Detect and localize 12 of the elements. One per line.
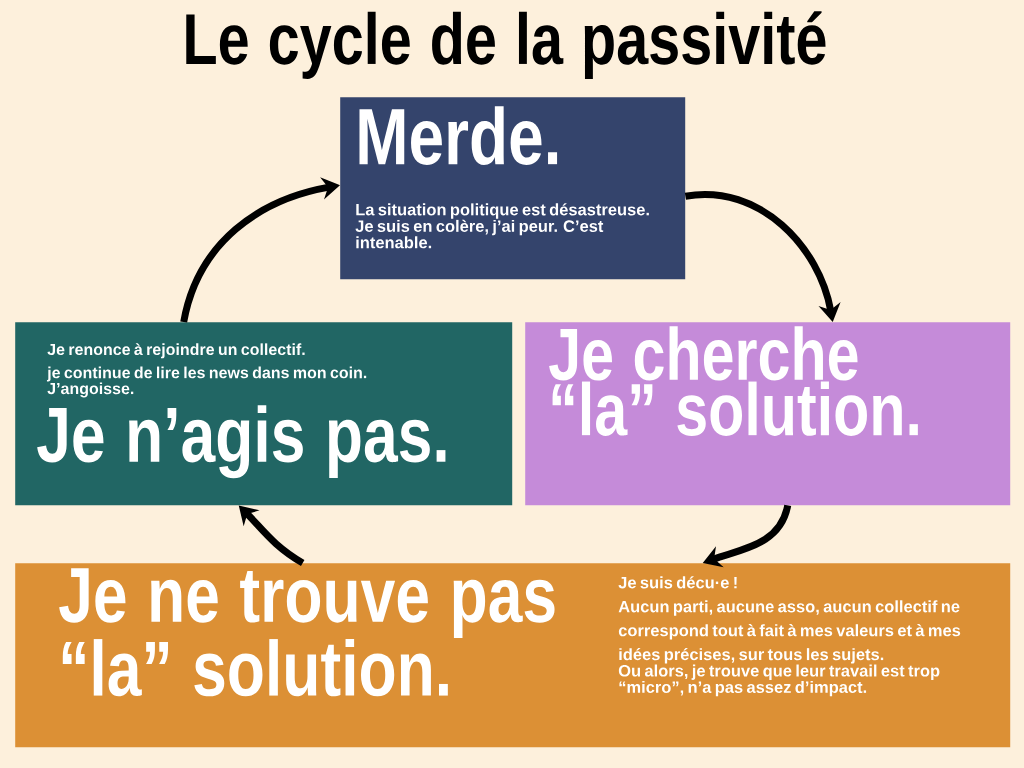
stage-heading: Je n’agis pas.	[37, 405, 446, 479]
stage-heading: Je ne trouve pas “la” solution.	[59, 568, 555, 697]
title: Le cycle de la passivité	[186, 11, 826, 79]
stage-heading: Merde.	[359, 106, 558, 165]
stage-box	[525, 322, 1011, 506]
stage-description: La situation politique est désastreuse. Je suis en colère, j’ai peur. C’est intenable.	[355, 203, 649, 249]
stage-box	[15, 563, 1011, 748]
stage-box	[15, 322, 513, 506]
stage-description: Je renonce à rejoindre un collectif. je continue de lire les news dans mon coin. J’angoisse.	[46, 343, 367, 398]
stage-heading: Je cherche “la” solution.	[549, 326, 918, 436]
stage-description: Je suis décu·e ! Aucun parti, aucune asso, aucun collectif ne correspond tout à fait à mes valeurs et à mes idées précises, sur tous les sujets. Ou alors, je trouve que leur travail est trop “micro”, n’a pas assez d’impact.	[618, 576, 961, 697]
stage-box	[340, 97, 686, 280]
